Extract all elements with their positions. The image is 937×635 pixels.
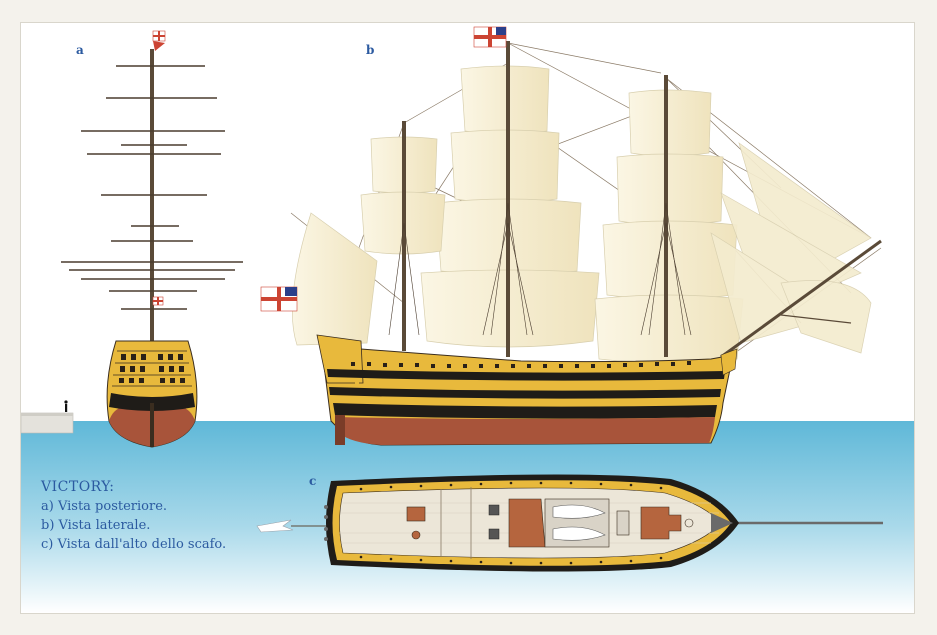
flag-icon bbox=[152, 30, 166, 51]
pennant-icon bbox=[256, 519, 294, 533]
caption-title: VICTORY: bbox=[41, 479, 115, 495]
view-label-c: c bbox=[309, 474, 317, 488]
view-label-b: b bbox=[366, 43, 375, 57]
view-label-a: a bbox=[76, 43, 84, 57]
flag-icon bbox=[152, 296, 164, 306]
side-view bbox=[260, 26, 882, 446]
caption-line-b: b) Vista laterale. bbox=[41, 518, 151, 533]
ship-illustration bbox=[21, 26, 914, 613]
caption: VICTORY: a) Vista posteriore. b) Vista l… bbox=[41, 478, 226, 554]
caption-line-a: a) Vista posteriore. bbox=[41, 499, 168, 514]
flag-icon bbox=[473, 26, 507, 48]
stern-view bbox=[61, 30, 243, 448]
top-view bbox=[256, 474, 883, 572]
flag-icon bbox=[260, 286, 298, 312]
illustration-plate: a b c VICTORY: a) Vista posteriore. b) V… bbox=[20, 22, 915, 614]
caption-line-c: c) Vista dall'alto dello scafo. bbox=[41, 537, 227, 552]
human-figure-icon bbox=[64, 400, 68, 412]
